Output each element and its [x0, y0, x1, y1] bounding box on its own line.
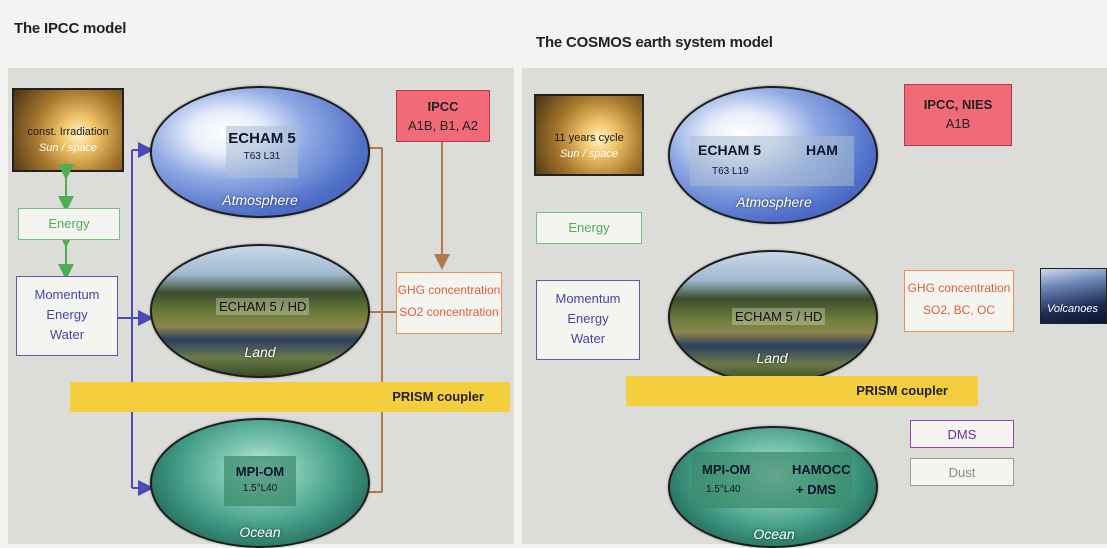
right-prism-coupler: PRISM coupler: [626, 376, 978, 406]
right-ocean-title: MPI-OM: [702, 462, 751, 477]
left-atm-res: T63 L31: [243, 151, 281, 162]
left-land-ellipse: ECHAM 5 / HD Land: [150, 244, 370, 378]
left-ghg2: SO2 concentration: [399, 305, 499, 319]
left-atm-caption: Atmosphere: [222, 192, 298, 208]
right-ocean-ellipse: MPI-OM 1.5°L40 HAMOCC + DMS Ocean: [668, 426, 878, 548]
left-ipcc-box: IPCC A1B, B1, A2: [396, 90, 490, 142]
right-mew-momentum: Momentum: [555, 291, 621, 306]
right-atm-title: ECHAM 5: [698, 142, 762, 158]
right-ghg-box: GHG concentration SO2, BC, OC: [904, 270, 1014, 332]
right-coupler-label: PRISM coupler: [856, 383, 948, 398]
left-mew-box: Momentum Energy Water: [16, 276, 118, 356]
right-atmosphere-ellipse: ECHAM 5 HAM T63 L19 Atmosphere: [668, 86, 878, 224]
right-ipcc-sub: A1B: [945, 116, 971, 131]
right-atm-caption: Atmosphere: [736, 194, 812, 210]
right-ocean-label-box: MPI-OM 1.5°L40 HAMOCC + DMS: [692, 452, 852, 508]
right-ghg1: GHG concentration: [907, 281, 1011, 295]
right-mew-energy: Energy: [567, 311, 609, 326]
right-panel-title: The COSMOS earth system model: [536, 34, 773, 51]
left-ghg1: GHG concentration: [397, 283, 501, 297]
right-land-caption: Land: [756, 350, 788, 366]
left-atmosphere-ellipse: ECHAM 5 T63 L31 Atmosphere: [150, 86, 370, 218]
left-ocean-ellipse: MPI-OM 1.5°L40 Ocean: [150, 418, 370, 548]
right-dms-box: DMS: [910, 420, 1014, 448]
left-coupler-label: PRISM coupler: [392, 389, 484, 404]
right-land-title: ECHAM 5 / HD: [732, 308, 826, 325]
left-atm-label-box: ECHAM 5 T63 L31: [226, 126, 298, 178]
right-sun-label: 11 years cycle: [554, 132, 624, 144]
right-sun-box: 11 years cycle Sun / space: [534, 94, 644, 176]
left-land-title: ECHAM 5 / HD: [216, 298, 310, 315]
left-mew-energy: Energy: [46, 307, 88, 322]
right-ghg2: SO2, BC, OC: [922, 303, 996, 317]
left-ocean-title: MPI-OM: [235, 464, 285, 479]
left-mew-water: Water: [49, 327, 85, 342]
right-ipcc-title: IPCC, NIES: [923, 97, 993, 112]
left-ipcc-title: IPCC: [427, 99, 459, 114]
left-prism-coupler: PRISM coupler: [70, 382, 510, 412]
right-ocean-res: 1.5°L40: [706, 484, 741, 495]
left-land-caption: Land: [244, 344, 276, 360]
left-mew-momentum: Momentum: [34, 287, 100, 302]
left-ipcc-sub: A1B, B1, A2: [407, 118, 479, 133]
left-ghg-box: GHG concentration SO2 concentration: [396, 272, 502, 334]
right-land-ellipse: ECHAM 5 / HD Land: [668, 250, 878, 384]
right-ocean-hamocc: HAMOCC: [792, 462, 851, 477]
right-ocean-dms: + DMS: [796, 482, 837, 497]
left-atm-title: ECHAM 5: [228, 130, 296, 147]
right-atm-ham: HAM: [806, 142, 838, 158]
right-volcano-label: Volcanoes: [1047, 303, 1098, 315]
left-panel-title: The IPCC model: [14, 20, 127, 37]
left-ocean-res: 1.5°L40: [242, 483, 278, 494]
right-mew-water: Water: [570, 331, 606, 346]
right-volcano-image: Volcanoes: [1040, 268, 1107, 324]
left-sun-box: const. Irradiation Sun / space: [12, 88, 124, 172]
right-atm-res: T63 L19: [712, 166, 749, 177]
left-energy-box: Energy: [18, 208, 120, 240]
left-sun-sub: Sun / space: [38, 142, 98, 154]
left-sun-label: const. Irradiation: [27, 126, 109, 138]
right-ipcc-box: IPCC, NIES A1B: [904, 84, 1012, 146]
right-mew-box: Momentum Energy Water: [536, 280, 640, 360]
right-sun-sub: Sun / space: [559, 148, 619, 160]
right-atm-label-box: ECHAM 5 HAM T63 L19: [690, 136, 854, 186]
right-dust-box: Dust: [910, 458, 1014, 486]
right-ocean-caption: Ocean: [753, 526, 795, 542]
left-ocean-caption: Ocean: [239, 524, 281, 540]
right-energy-box: Energy: [536, 212, 642, 244]
left-ocean-label-box: MPI-OM 1.5°L40: [224, 456, 296, 506]
